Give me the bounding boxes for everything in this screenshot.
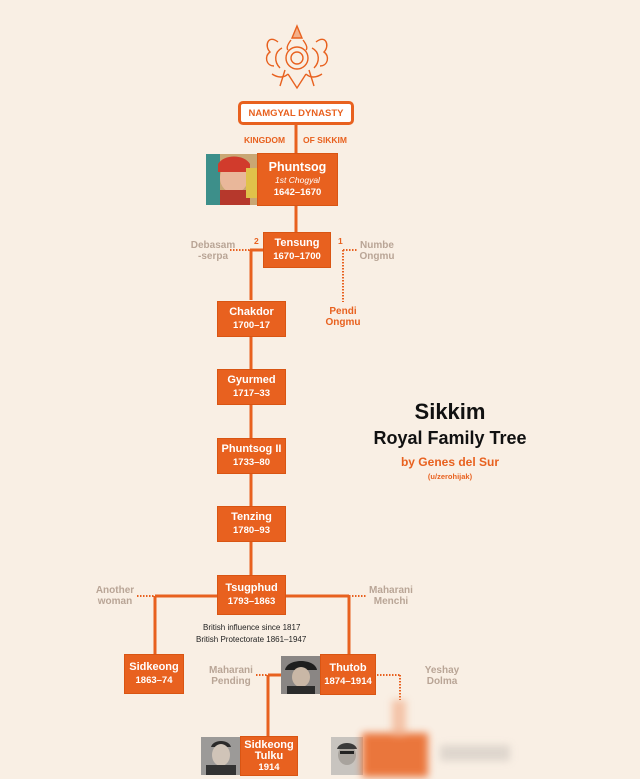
blurred-box [362, 733, 428, 777]
ruler-years: 1670–1700 [273, 251, 321, 262]
ruler-years: 1874–1914 [324, 675, 372, 687]
ruler-name: Phuntsog [268, 159, 327, 174]
note-british-protectorate: British Protectorate 1861–1947 [196, 635, 307, 644]
spouse-maharani-pending: Maharani Pending [209, 665, 253, 687]
child-pendi: Pendi Ongmu [325, 306, 361, 328]
ruler-subtitle: 1st Chogyal [275, 174, 320, 185]
royal-emblem-icon [265, 24, 329, 90]
phuntsog-portrait [206, 154, 258, 205]
ruler-chakdor: Chakdor 1700–17 [218, 302, 285, 336]
note-british-influence: British influence since 1817 [203, 623, 301, 632]
spouse-numbe: Numbe Ongmu [359, 240, 395, 262]
portrait-partial [331, 737, 363, 775]
ruler-phuntsog: Phuntsog 1st Chogyal 1642–1670 [258, 154, 337, 205]
ruler-years: 1914 [258, 761, 280, 773]
spouse-debasam: Debasam -serpa [190, 240, 236, 262]
ruler-years: 1717–33 [233, 388, 270, 399]
ruler-name: Tensung [274, 237, 320, 249]
sidkeong-tulku-portrait [201, 737, 241, 775]
ruler-name: Gyurmed [227, 374, 276, 386]
ruler-sidkeong: Sidkeong 1863–74 [125, 655, 183, 693]
ruler-phuntsog-ii: Phuntsog II 1733–80 [218, 439, 285, 473]
ruler-name: Sidkeong [129, 661, 179, 673]
author-username: (u/zerohijak) [427, 472, 473, 481]
kingdom-label-left: KINGDOM [244, 135, 286, 145]
spouse-yeshay-dolma: Yeshay Dolma [424, 665, 460, 687]
diagram-subtitle: Royal Family Tree [373, 428, 527, 448]
ruler-name: Thutob [329, 661, 367, 674]
ruler-years: 1700–17 [233, 320, 270, 331]
ruler-years: 1733–80 [233, 457, 270, 468]
ruler-name: Sidkeong Tulku [244, 738, 294, 762]
marriage-number-1: 1 [338, 236, 343, 246]
ruler-name: Chakdor [229, 306, 274, 318]
author-credit: by Genes del Sur [400, 455, 500, 469]
ruler-tsugphud: Tsugphud 1793–1863 [218, 576, 285, 614]
ruler-gyurmed: Gyurmed 1717–33 [218, 370, 285, 404]
ruler-years: 1642–1670 [273, 186, 322, 198]
dynasty-label: NAMGYAL DYNASTY [238, 101, 354, 125]
spouse-maharani-menchi: Maharani Menchi [369, 585, 413, 607]
kingdom-label-right: OF SIKKIM [303, 135, 347, 145]
blurred-label [440, 745, 510, 761]
ruler-name: Phuntsog II [221, 443, 282, 455]
ruler-years: 1793–1863 [227, 596, 276, 607]
ruler-years: 1780–93 [233, 525, 270, 536]
ruler-name: Tsugphud [225, 582, 278, 594]
ruler-thutob: Thutob 1874–1914 [321, 655, 375, 694]
blurred-connector [392, 700, 406, 736]
ruler-tenzing: Tenzing 1780–93 [218, 507, 285, 541]
spouse-another-woman: Another woman [95, 585, 135, 607]
marriage-number-2: 2 [254, 236, 259, 246]
thutob-portrait [281, 656, 321, 694]
ruler-tensung: Tensung 1670–1700 [264, 233, 330, 267]
ruler-name: Tenzing [231, 511, 272, 523]
diagram-title: Sikkim [414, 399, 486, 424]
ruler-sidkeong-tulku: Sidkeong Tulku 1914 [241, 737, 297, 775]
ruler-years: 1863–74 [135, 675, 173, 686]
